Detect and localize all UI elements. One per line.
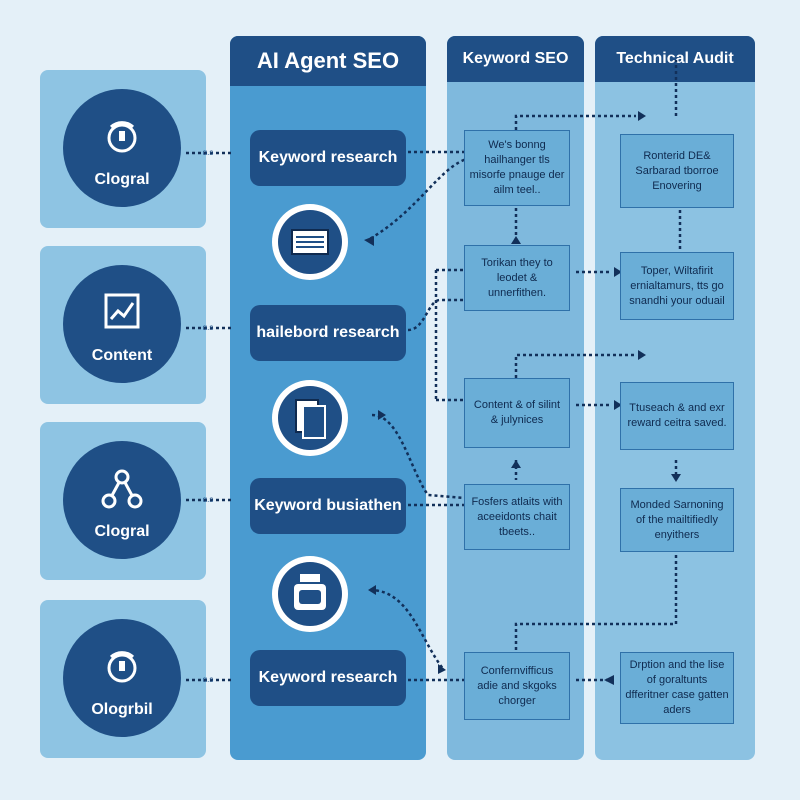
connector-tag: ɑ.s bbox=[202, 323, 214, 332]
audit-box-1: Ronterid DE& Sarbarad tborroe Enovering bbox=[620, 134, 734, 208]
step-hailebord-research[interactable]: hailebord research bbox=[250, 305, 406, 361]
technical-audit-title: Technical Audit bbox=[595, 36, 755, 82]
left-card-label: Ologrbil bbox=[91, 701, 153, 718]
audit-box-4: Monded Sarnoning of the mailtifiedly eny… bbox=[620, 488, 734, 552]
files-icon bbox=[295, 399, 326, 439]
left-card-circle: Clogral bbox=[63, 441, 181, 559]
keyword-box-3: Content & of silint & julynices bbox=[464, 378, 570, 448]
left-card-circle: Content bbox=[63, 265, 181, 383]
connector-tag: ɑ.s bbox=[202, 675, 214, 684]
audit-box-3: Ttuseach & and exr reward ceitra saved. bbox=[620, 382, 734, 450]
document-icon-bubble bbox=[272, 204, 348, 280]
keyword-box-5: Confernvifficus adie and skgoks chorger bbox=[464, 652, 570, 720]
keyword-box-4: Fosfers atlaits with aceeidonts chait tb… bbox=[464, 484, 570, 550]
keyword-seo-title: Keyword SEO bbox=[447, 36, 584, 82]
audit-box-2: Toper, Wiltafirit ernialtamurs, tts go s… bbox=[620, 252, 734, 320]
connector-tag: ɑ.s bbox=[202, 148, 214, 157]
step-keyword-research[interactable]: Keyword research bbox=[250, 130, 406, 186]
connector-tag: ɑ.s bbox=[202, 495, 214, 504]
step-keyword-research-2[interactable]: Keyword research bbox=[250, 650, 406, 706]
agent-seo-title: AI Agent SEO bbox=[230, 36, 426, 86]
keyword-box-2: Torikan they to leodet & unnerfithen. bbox=[464, 245, 570, 311]
left-card-label: Content bbox=[91, 347, 153, 364]
left-card-4[interactable]: Ologrbil bbox=[40, 600, 206, 758]
network-icon bbox=[101, 469, 143, 509]
robot-icon bbox=[294, 574, 326, 610]
left-card-2[interactable]: Content bbox=[40, 246, 206, 404]
target-icon bbox=[107, 651, 137, 683]
left-card-label: Clogral bbox=[94, 523, 150, 540]
left-card-circle: Clogral bbox=[63, 89, 181, 207]
chart-icon bbox=[104, 293, 140, 329]
robot-icon-bubble bbox=[272, 556, 348, 632]
keyword-box-1: We's bonng hailhanger tls misorfe pnauge… bbox=[464, 130, 570, 206]
files-icon-bubble bbox=[272, 380, 348, 456]
step-keyword-busiathen[interactable]: Keyword busiathen bbox=[250, 478, 406, 534]
audit-box-5: Drption and the lise of goraltunts dffer… bbox=[620, 652, 734, 724]
left-card-circle: Ologrbil bbox=[63, 619, 181, 737]
left-card-3[interactable]: Clogral bbox=[40, 422, 206, 580]
left-card-label: Clogral bbox=[94, 171, 150, 188]
document-icon bbox=[291, 229, 329, 255]
left-card-1[interactable]: Clogral bbox=[40, 70, 206, 228]
target-icon bbox=[107, 121, 137, 153]
